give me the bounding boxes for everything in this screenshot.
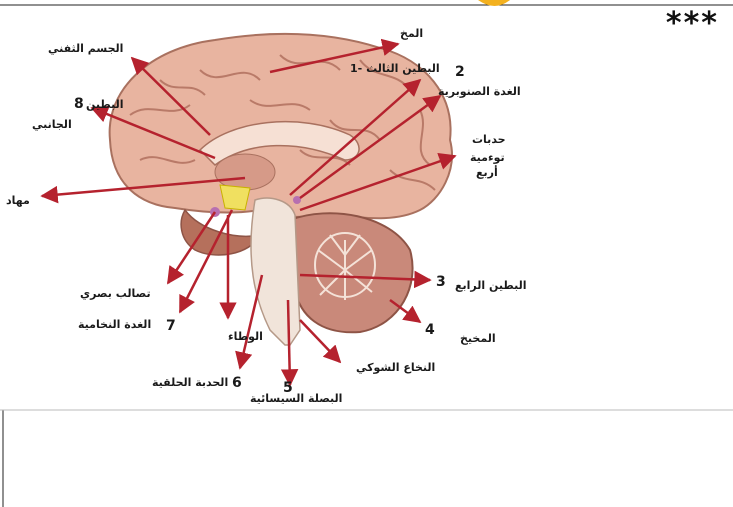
label-lateral-ventricle-num: 8 xyxy=(74,96,84,112)
label-quad-3: أربع xyxy=(476,165,498,179)
label-fourth-ventricle: البطين الرابع xyxy=(455,279,526,292)
label-corpus-callosum: الجسم الثفني xyxy=(48,42,123,55)
label-hypothalamus: الوطاء xyxy=(228,330,263,343)
label-pons-num: 6 xyxy=(232,375,242,391)
cerebellum xyxy=(290,213,413,332)
label-fourth-ventricle-num: 3 xyxy=(436,274,446,290)
label-pons: الحدبة الحلقية xyxy=(152,376,228,389)
label-lateral-ventricle-1: البطين xyxy=(86,98,124,111)
label-spinal-cord: النخاع الشوكي xyxy=(356,361,435,374)
label-quad-1: حدبات xyxy=(472,133,506,146)
label-cerebellum-num: 4 xyxy=(425,322,435,338)
label-lateral-ventricle-2: الجانبي xyxy=(32,118,72,131)
corner-mark: *** xyxy=(666,6,719,41)
label-pituitary: الغدة النخامية xyxy=(78,318,151,331)
label-optic-chiasm: تصالب بصري xyxy=(80,287,151,300)
brainstem xyxy=(251,198,300,345)
label-medulla: البصلة السيسائية xyxy=(250,392,342,405)
label-pineal: الغدة الصنوبرية xyxy=(438,85,521,98)
label-quad-2: توءمية xyxy=(470,151,505,164)
label-thalamus: مهاد xyxy=(6,194,30,207)
label-cerebellum: المخيخ xyxy=(460,332,496,345)
label-pituitary-num: 7 xyxy=(166,318,176,334)
label-third-ventricle-num: 2 xyxy=(455,64,465,80)
label-brain: المخ xyxy=(400,27,423,40)
label-third-ventricle: 1- البطين الثالث xyxy=(350,62,440,75)
